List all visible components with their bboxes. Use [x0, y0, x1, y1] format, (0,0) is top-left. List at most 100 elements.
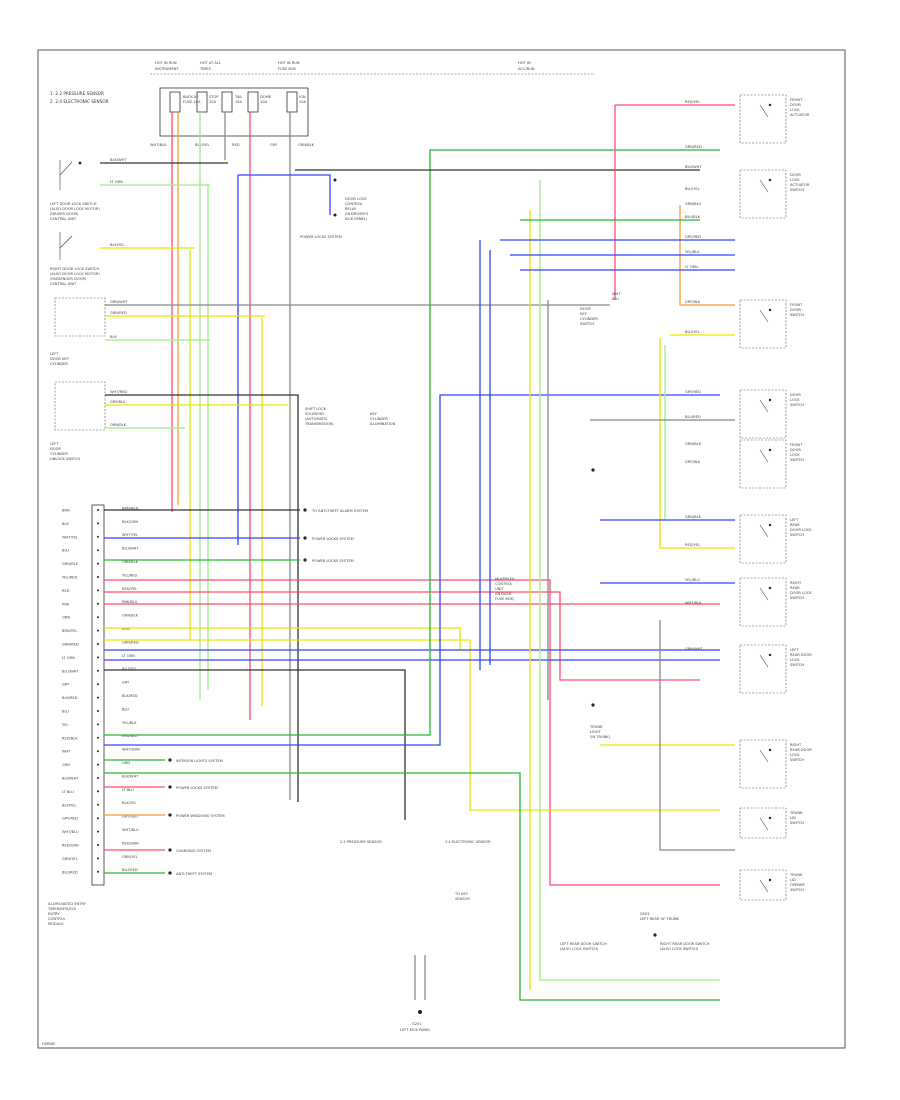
module-pin — [97, 790, 99, 793]
module-wire-code: BLU/RED — [122, 868, 138, 872]
right-comp-label: LOCK — [790, 398, 800, 402]
right-comp-contact — [768, 178, 772, 182]
right-wire-code: GRY/RED — [685, 390, 701, 394]
left-switch-3-l3: (PASSENGER DOOR) — [50, 277, 87, 281]
center-keycyl-l1: KEY — [370, 412, 378, 416]
left-switch-4-l1: LEFT — [50, 352, 59, 356]
module-wire-code: YEL/BLK — [122, 721, 137, 725]
header-hot-in-acc-l1: HOT IN — [518, 61, 531, 65]
fuse-label-3b: 15A — [235, 100, 243, 104]
center-multiplex-l3: UNIT — [495, 587, 504, 591]
right-comp-label: TRUNK — [789, 811, 803, 815]
right-comp-label: SWITCH — [790, 188, 804, 192]
fuse-3 — [221, 91, 233, 113]
right-comp-contact — [768, 748, 772, 752]
right-wire-gray-2 — [659, 620, 735, 851]
module-pin — [97, 844, 99, 846]
top-headers: HOT IN RUN INSTRUMENT HOT AT ALL TIMES H… — [150, 61, 595, 75]
center-sensor-tag-1: 2.2 PRESSURE SENSOR — [340, 840, 382, 844]
out-wire-5 — [104, 591, 700, 681]
right-comp-blade — [759, 749, 769, 763]
header-hot-in-run-l1: HOT IN RUN — [278, 61, 300, 65]
right-misc-1-l1: WHT — [612, 292, 621, 296]
module-pin — [97, 629, 99, 632]
module-pin — [97, 576, 99, 578]
module-pin-label: BLU — [62, 549, 69, 553]
center-g201-l1: G201 — [412, 1022, 422, 1026]
right-misc-3-l1: TRUNK — [589, 725, 603, 729]
left-switch-2-l3: (DRIVER DOOR) — [50, 212, 79, 216]
right-comp-contact — [768, 653, 772, 657]
out-wire-11 — [104, 669, 406, 820]
right-comp-contact — [768, 398, 772, 402]
fuse-code-2: BLK/YEL — [195, 143, 210, 147]
legend: 1. 2.2 PRESSURE SENSOR 2. 2.4 ELECTRONIC… — [50, 91, 109, 104]
module-pin — [97, 870, 99, 873]
left-switch-5-l3: CYLINDER — [50, 452, 68, 456]
right-comp-label: DOOR — [790, 448, 801, 452]
module-wire-code: WHT/BLU — [122, 828, 139, 832]
right-comp-label: ACTUATOR — [790, 113, 810, 117]
module-pin-label: GRN/RED — [62, 643, 79, 647]
right-misc-2-l1: DOOR — [580, 307, 591, 311]
control-module: BRNBRN/REDBLKBLK/GRNWHT/YELWHT/YELBLUBLU… — [47, 504, 140, 926]
right-comp-label: TRUNK — [789, 873, 803, 877]
right-comp-contact — [768, 586, 772, 590]
center-node-2 — [333, 213, 337, 217]
left-switch-4-box — [54, 381, 106, 431]
module-pin-label: GRY — [62, 683, 70, 687]
module-pin — [97, 723, 99, 726]
right-comp-label: FRONT — [790, 443, 803, 447]
left-switch-3-code-1: GRN/WHT — [110, 300, 128, 304]
module-pin-label: GRN/BLK — [62, 562, 79, 566]
right-wire-code: GRY/RED — [685, 235, 701, 239]
module-wire-code: BLK/YEL — [122, 801, 137, 805]
right-comp-box — [739, 739, 787, 789]
right-wire-code: GRN/BLU — [685, 202, 701, 206]
right-comp-label: SWITCH — [790, 313, 804, 317]
right-wire-code: GRN/RED — [685, 145, 702, 149]
module-pin — [97, 562, 99, 565]
module-wire-code: GRY — [122, 681, 130, 685]
module-pin-label: ORN — [62, 616, 70, 620]
right-components: FRONTDOORLOCKACTUATORDOORLOCKACTUATORSWI… — [500, 94, 812, 951]
left-switch-2-l2: (ALSO DOOR LOCK MOTOR) — [50, 207, 100, 211]
right-comp-contact — [768, 523, 772, 527]
left-switches: BLK/WHT LT GRN LEFT DOOR LOCK SWITCH (AL… — [50, 158, 610, 802]
right-misc-4b: (ALSO LOCK SWITCH) — [560, 947, 599, 951]
right-comp-contact — [768, 103, 772, 107]
module-pin-label: YEL — [62, 723, 68, 727]
right-comp-blade — [759, 817, 769, 831]
fuse-label-3a: TAIL — [234, 95, 242, 99]
header-hot-at-all-times-l1: HOT AT ALL — [200, 61, 221, 65]
module-output-6: POWER WINDOWS SYSTEM — [176, 814, 225, 818]
center-shift-l3: (AUTOMATIC — [305, 417, 328, 421]
module-wire-code: LT BLU — [122, 788, 134, 792]
module-output-8: ANTI-THEFT SYSTEM — [176, 872, 212, 876]
right-comp-label: OPENER — [790, 883, 805, 887]
left-switch-4-code-2: GRY/BLU — [110, 400, 126, 404]
left-switch-4-code-3: ORN/BLK — [110, 423, 127, 427]
module-wire-code: ORN/BLK — [122, 614, 139, 618]
right-wire-code: BLU/RED — [685, 415, 701, 419]
module-pin-label: BLK — [62, 522, 69, 526]
vertical-feed-wires — [171, 112, 331, 800]
diagram-frame — [37, 49, 846, 1049]
fuse-code-1: WHT/BLK — [150, 143, 167, 147]
module-pin-label: BRN/YEL — [62, 629, 77, 633]
module-pin-label: BLU/WHT — [62, 669, 79, 673]
out-arrow-6 — [168, 813, 172, 817]
module-pin-label: GRN/YEL — [62, 857, 78, 861]
module-pin — [97, 509, 99, 511]
right-comp-contact — [768, 448, 772, 452]
left-switch-4-l3: CYLINDER — [50, 362, 68, 366]
right-comp-label: SWITCH — [790, 533, 804, 537]
center-g201-l2: LEFT KICK PANEL — [400, 1028, 430, 1032]
module-pin-label: RED/GRN — [62, 844, 79, 848]
module-name-l3: ENTRY — [48, 912, 60, 916]
right-wire-code: BLU/YEL — [685, 187, 700, 191]
right-misc-5b: (ALSO LOCK SWITCH) — [660, 947, 699, 951]
right-comp-blade — [759, 879, 769, 893]
right-comp-contact — [768, 878, 772, 882]
right-misc-2-l4: SWITCH — [580, 322, 594, 326]
